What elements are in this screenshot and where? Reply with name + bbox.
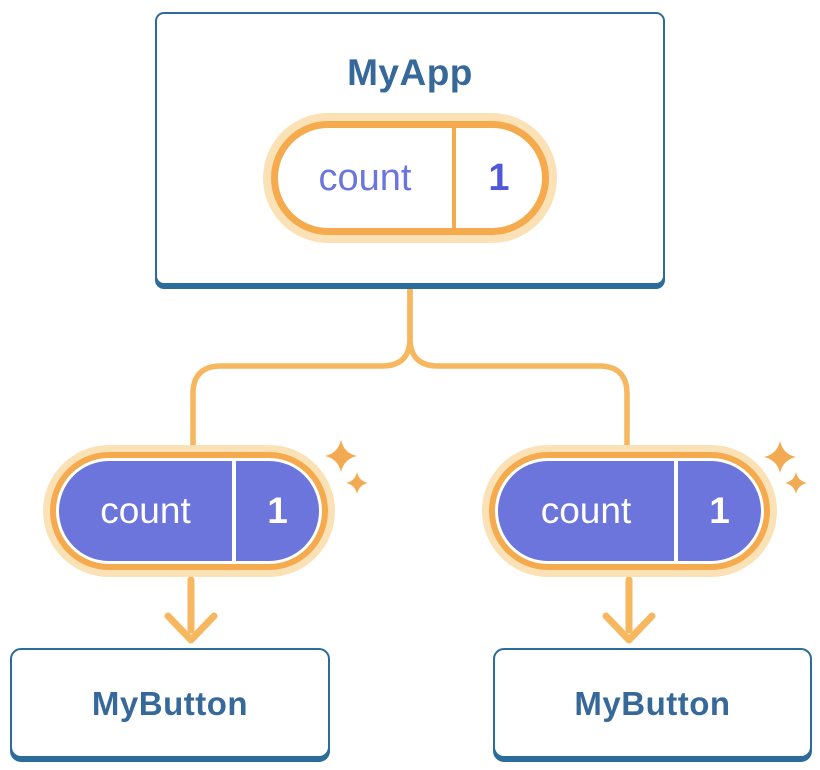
state-name-label: count (100, 490, 191, 531)
child-component-title: MyButton (91, 684, 249, 722)
sparkle-icon (764, 441, 807, 494)
pill-divider (674, 461, 678, 561)
state-value-label: 1 (267, 490, 288, 531)
pill-divider (452, 128, 456, 228)
child-state-pill: count 1 (482, 445, 777, 577)
arrow-down-icon (164, 576, 218, 644)
root-component-card: MyApp count 1 (155, 12, 665, 285)
connector-branch-left (190, 286, 413, 452)
state-value-label: 1 (488, 156, 510, 199)
state-value-label: 1 (709, 490, 730, 531)
state-name-label: count (540, 490, 632, 531)
child-component-title: MyButton (574, 684, 731, 722)
arrow-down-icon (602, 576, 656, 644)
child-component-card: MyButton (493, 648, 812, 758)
root-state-pill: count 1 (263, 113, 557, 243)
connector-branch-right (407, 286, 630, 452)
root-component-title: MyApp (347, 52, 473, 93)
child-state-pill: count 1 (43, 445, 335, 577)
child-component-card: MyButton (10, 648, 330, 758)
state-name-label: count (318, 156, 412, 199)
pill-divider (232, 461, 236, 561)
sparkle-icon (325, 440, 368, 494)
